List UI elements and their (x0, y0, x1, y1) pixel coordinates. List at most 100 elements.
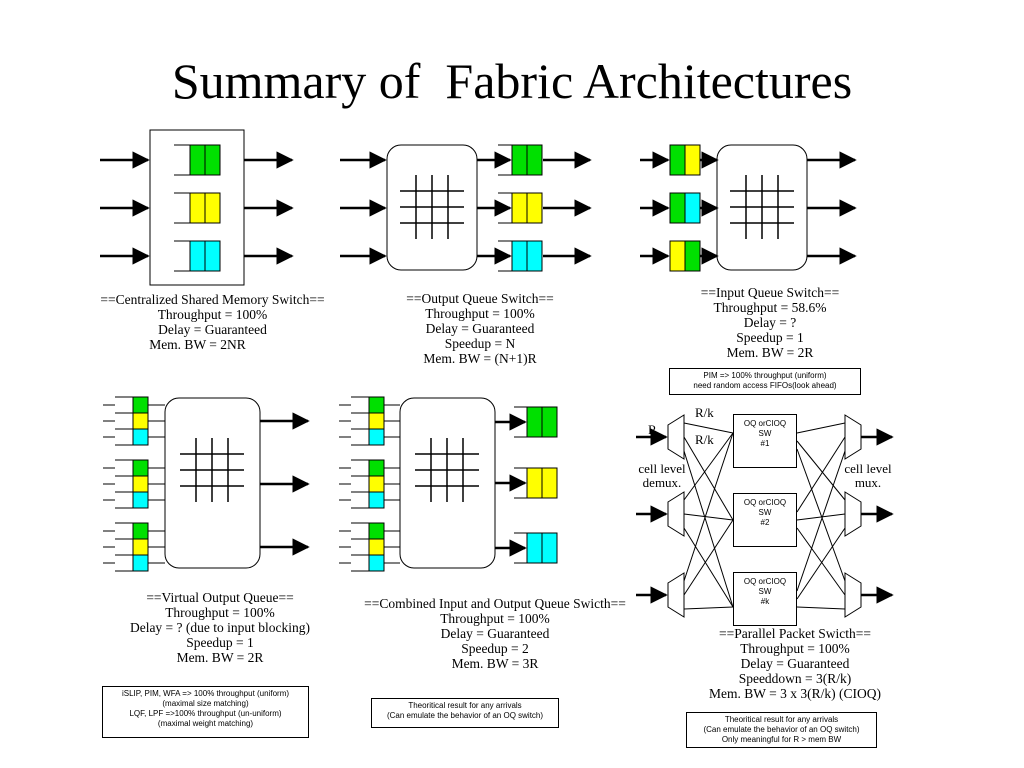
pps-link (796, 606, 846, 610)
shared-memory-switch-diagram (100, 129, 294, 286)
pps-link (796, 527, 846, 596)
caption-line: ==Output Queue Switch== (406, 291, 554, 306)
mux-shape (844, 491, 862, 537)
queue-cell (368, 475, 385, 493)
caption-line: ==Centralized Shared Memory Switch== (100, 292, 325, 307)
pps-link (796, 448, 846, 582)
switch-line: OQ orCIOQ (743, 577, 787, 586)
note-line: (maximal size matching) (162, 699, 249, 708)
caption-line: Delay = Guaranteed (425, 321, 535, 336)
queue-cell (511, 144, 528, 176)
pps-link (683, 527, 734, 608)
queue-cell (511, 192, 528, 224)
shared-memory-caption: ==Centralized Shared Memory Switch== Thr… (85, 292, 340, 352)
note-line: Theoritical result for any arrivals (408, 701, 522, 710)
note-line: LQF, LPF =>100% throughput (un-uniform) (129, 709, 282, 718)
caption-line: ==Parallel Packet Swicth== (719, 626, 871, 641)
queue-cell (526, 192, 543, 224)
queue-cell (132, 396, 149, 414)
pps-link (683, 606, 734, 610)
voq-switch-diagram (103, 396, 310, 572)
queue-cell (132, 459, 149, 477)
queue-cell (368, 538, 385, 556)
switch-line: #2 (760, 518, 770, 527)
caption-line: Speedup = 2 (461, 641, 529, 656)
note-line: (maximal weight matching) (157, 719, 254, 728)
cioq-switch-diagram (339, 396, 558, 572)
pps-link (796, 440, 846, 501)
note-line: PIM => 100% throughput (uniform) (703, 371, 827, 380)
pps-demux-label: cell level demux. (628, 462, 696, 490)
queue-cell (368, 491, 385, 509)
switch-line: SW (758, 587, 772, 596)
switch-line: SW (758, 429, 772, 438)
queue-cell (368, 396, 385, 414)
pps-mux-label: cell level mux. (834, 462, 902, 490)
pps-link (683, 422, 734, 434)
queue-cell (669, 144, 686, 176)
caption-line: Throughput = 100% (157, 307, 268, 322)
queue-cell (526, 406, 543, 438)
caption-line: Throughput = 100% (440, 611, 550, 626)
queue-cell (684, 240, 701, 272)
input-queue-note: PIM => 100% throughput (uniform) need ra… (669, 368, 861, 395)
pps-caption: ==Parallel Packet Swicth== Throughput = … (690, 626, 900, 701)
queue-cell (684, 192, 701, 224)
queue-cell (132, 522, 149, 540)
caption-line: Delay = ? (743, 315, 797, 330)
queue-cell (132, 412, 149, 430)
queue-cell (204, 144, 221, 176)
parallel-packet-switch-diagram (636, 414, 894, 618)
caption-line: ==Input Queue Switch== (700, 285, 840, 300)
caption-line: Mem. BW = (N+1)R (423, 351, 537, 366)
cioq-caption: ==Combined Input and Output Queue Swicth… (335, 596, 655, 671)
queue-cell (684, 144, 701, 176)
note-line: Only meaningful for R > mem BW (721, 735, 842, 744)
demux-shape (667, 491, 685, 537)
queue-cell (541, 406, 558, 438)
queue-cell (204, 240, 221, 272)
caption-line: Speedup = N (444, 336, 516, 351)
switch-line: SW (758, 508, 772, 517)
pps-link (683, 436, 734, 521)
pps-link (683, 432, 734, 501)
output-queue-switch-diagram (340, 144, 592, 272)
pps-switch-k: OQ orCIOQ SW #k (733, 572, 797, 626)
caption-line: Throughput = 100% (740, 641, 850, 656)
caption-line: Throughput = 100% (425, 306, 535, 321)
pps-link (683, 432, 734, 582)
caption-line: Delay = Guaranteed (158, 322, 267, 337)
caption-line: Delay = ? (due to input blocking) (129, 620, 311, 635)
pps-switch-2: OQ orCIOQ SW #2 (733, 493, 797, 547)
queue-cell (526, 144, 543, 176)
pps-link (683, 513, 734, 521)
queue-cell (669, 192, 686, 224)
label-line: cell level (844, 461, 892, 476)
pps-rate-label-1: R/k (695, 405, 714, 420)
queue-cell (189, 192, 206, 224)
queue-cell (204, 192, 221, 224)
caption-line: Speedup = 1 (186, 635, 254, 650)
pps-switch-1: OQ orCIOQ SW #1 (733, 414, 797, 468)
queue-cell (132, 554, 149, 572)
caption-line: Mem. BW = 3R (451, 656, 539, 671)
queue-cell (132, 428, 149, 446)
output-queue-caption: ==Output Queue Switch== Throughput = 100… (385, 291, 575, 366)
switch-line: #k (760, 597, 770, 606)
caption-line: Mem. BW = 3 x 3(R/k) (CIOQ) (709, 686, 881, 701)
queue-cell (541, 532, 558, 564)
label-line: demux. (642, 475, 682, 490)
pps-link (796, 436, 846, 513)
caption-line: Throughput = 58.6% (713, 300, 827, 315)
voq-note: iSLIP, PIM, WFA => 100% throughput (unif… (102, 686, 309, 738)
pps-link (796, 513, 846, 521)
switch-line: OQ orCIOQ (743, 498, 787, 507)
queue-cell (526, 467, 543, 499)
queue-cell (132, 475, 149, 493)
voq-caption: ==Virtual Output Queue== Throughput = 10… (100, 590, 340, 665)
caption-line: Throughput = 100% (165, 605, 275, 620)
pps-link (796, 422, 846, 434)
pps-link (683, 450, 734, 608)
